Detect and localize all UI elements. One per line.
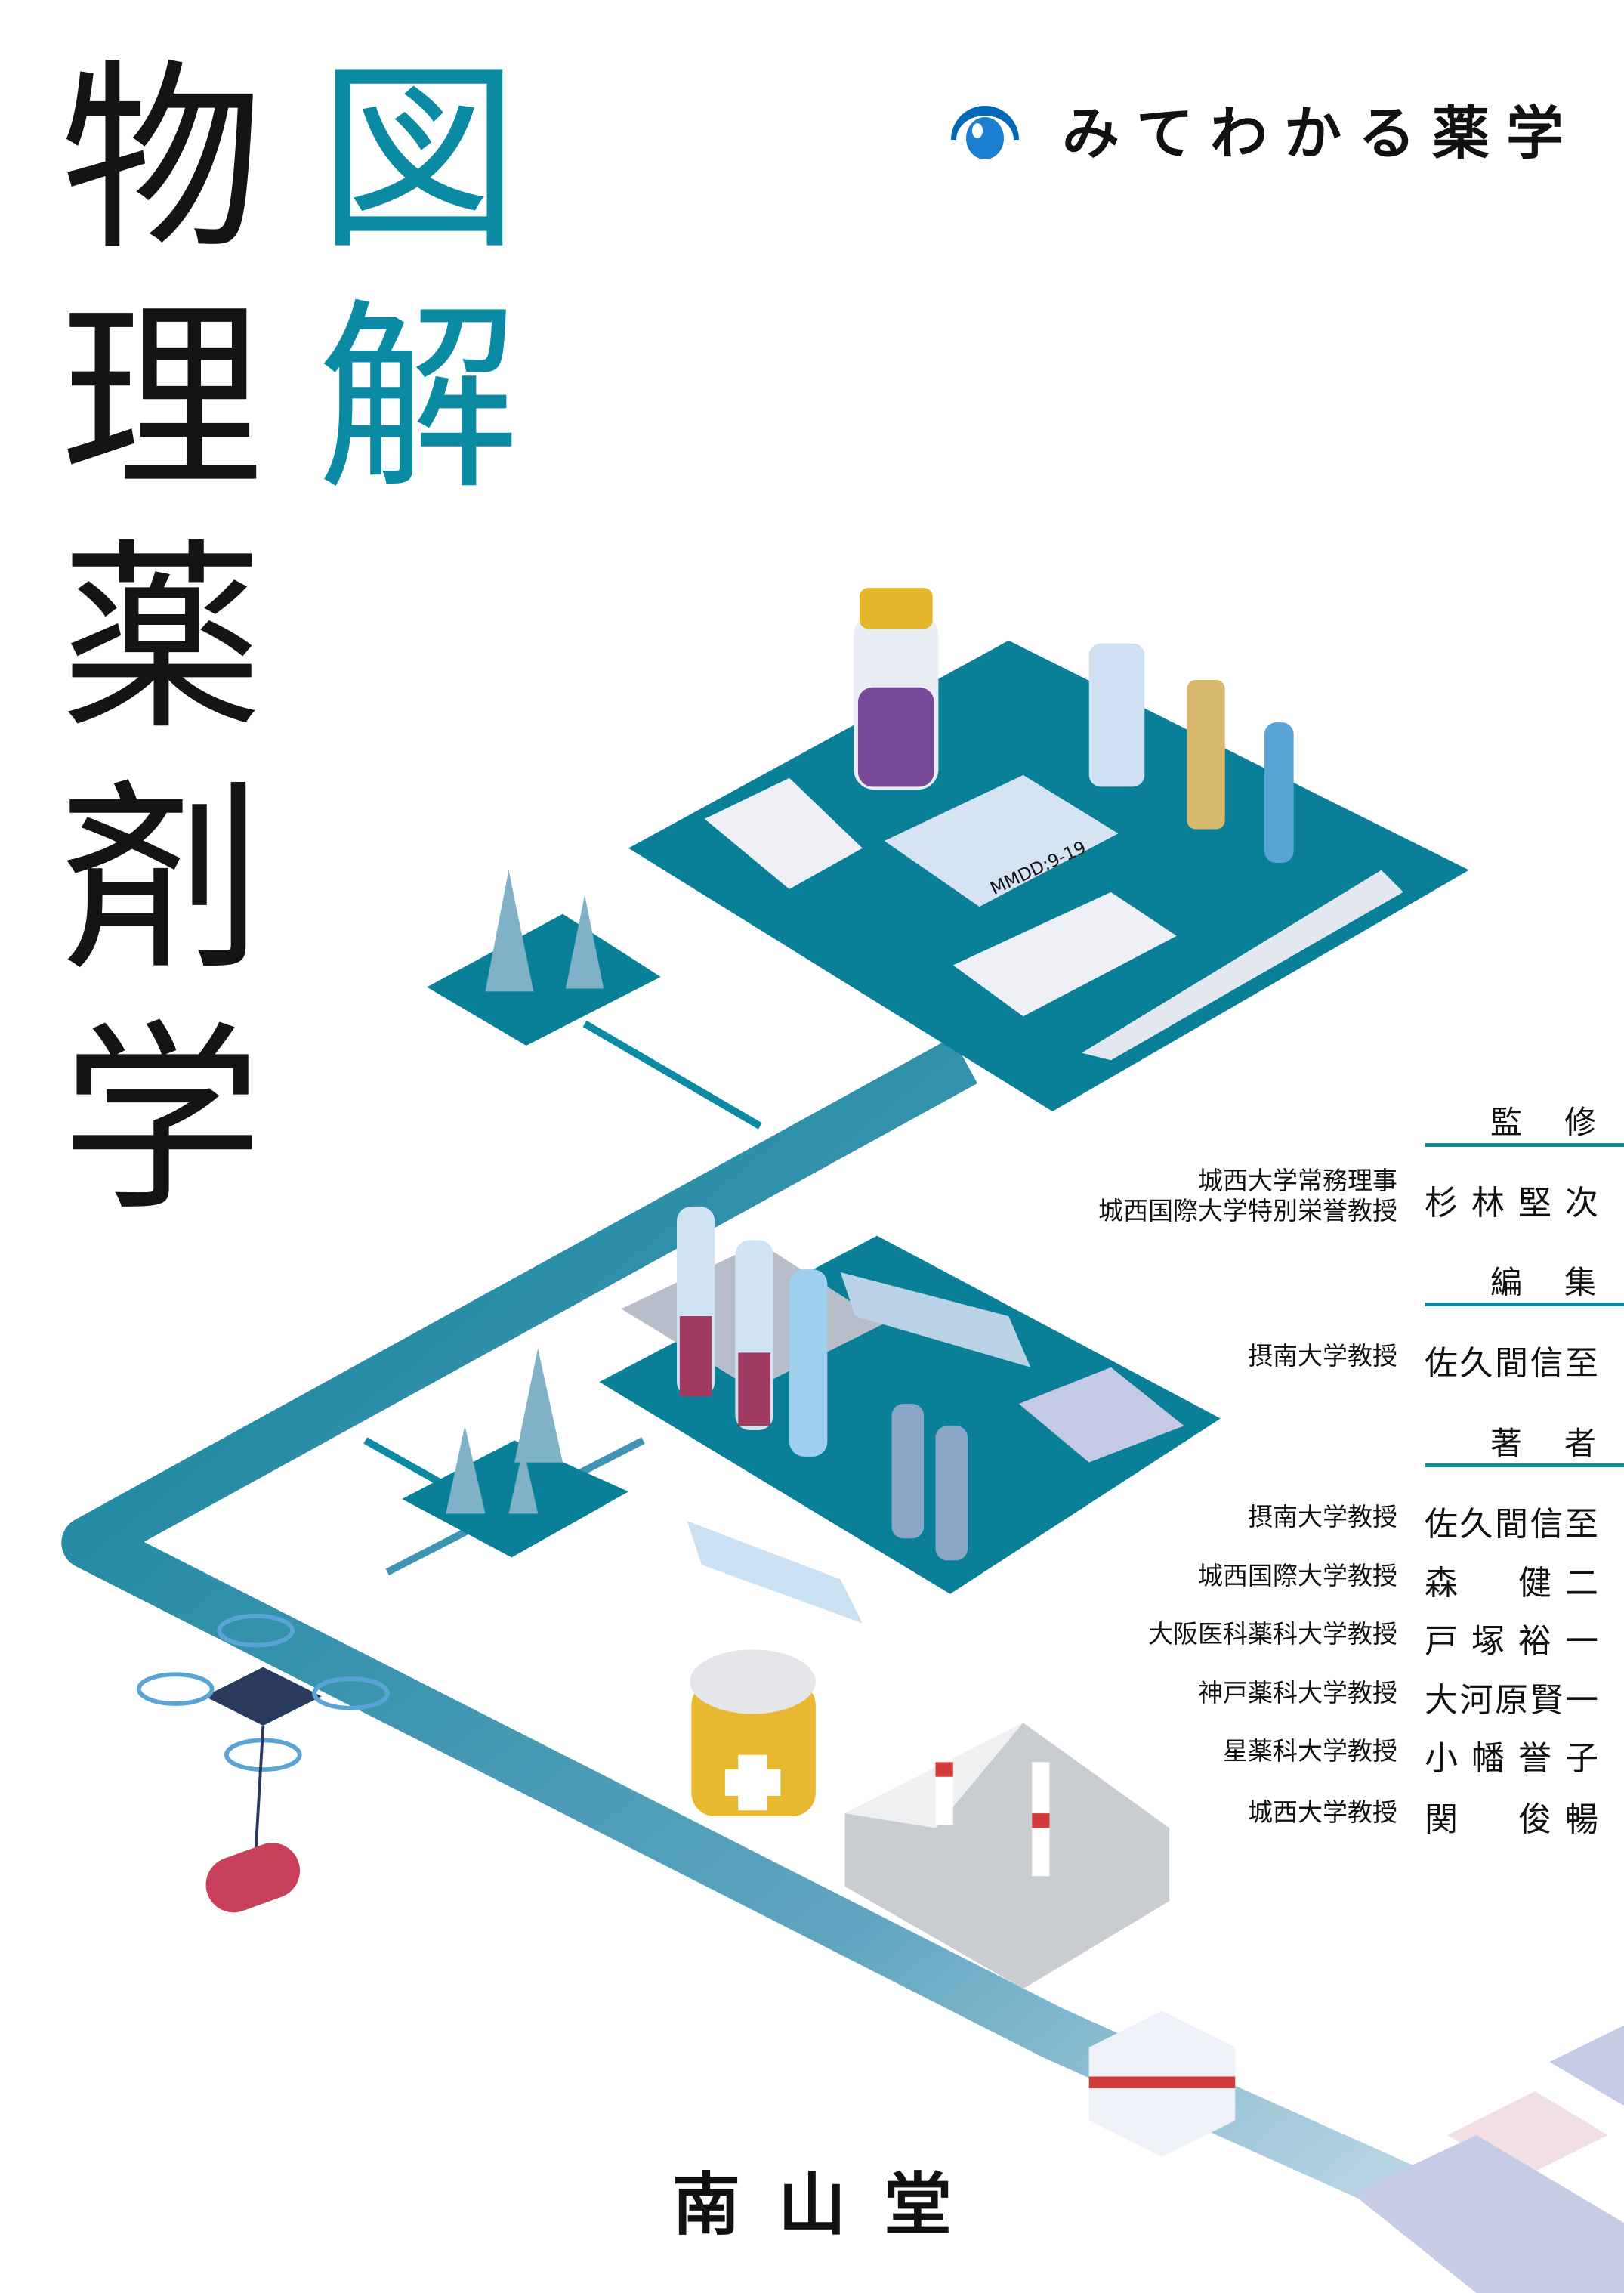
author-name: 大河原賢一 bbox=[1425, 1681, 1598, 1720]
divider bbox=[1425, 1143, 1624, 1147]
medicine-jar bbox=[690, 1649, 816, 1816]
drone bbox=[136, 1613, 390, 1913]
author-name: 戸塚裕一 bbox=[1425, 1622, 1598, 1661]
title-char: 物 bbox=[60, 42, 263, 278]
subtitle-char: 解 bbox=[317, 282, 520, 518]
affiliation: 大阪医科薬科大学教授 bbox=[1148, 1619, 1397, 1649]
divider bbox=[1425, 1463, 1624, 1467]
title-char: 剤 bbox=[60, 763, 263, 999]
platform-small-1 bbox=[427, 913, 661, 1046]
platform-top bbox=[628, 640, 1469, 1112]
affiliation: 城西大学常務理事 城西国際大学特別栄誉教授 bbox=[1098, 1166, 1397, 1226]
eye-icon bbox=[951, 106, 1019, 159]
affiliation: 星薬科大学教授 bbox=[1223, 1736, 1397, 1766]
test-tube-rack bbox=[621, 1206, 1184, 1624]
role-supervisor: 監修 bbox=[1490, 1104, 1624, 1141]
title-char: 学 bbox=[60, 1003, 263, 1239]
series-logo: みてわかる薬学 bbox=[947, 92, 1580, 167]
role-authors: 著者 bbox=[1490, 1425, 1624, 1462]
author-name: 関 俊暢 bbox=[1425, 1800, 1598, 1839]
publisher-name: 南山堂 bbox=[672, 2165, 990, 2245]
supervisor-name: 杉林堅次 bbox=[1425, 1184, 1598, 1222]
vials-and-tablets: MMDD:9-19 bbox=[704, 588, 1403, 1061]
author-name: 佐久間信至 bbox=[1425, 1505, 1598, 1544]
box-and-blisters bbox=[1088, 2010, 1624, 2293]
affiliation: 城西国際大学教授 bbox=[1198, 1561, 1397, 1590]
cones bbox=[446, 870, 604, 1514]
affiliation: 城西大学教授 bbox=[1248, 1797, 1397, 1827]
affiliation: 神戸薬科大学教授 bbox=[1198, 1678, 1397, 1707]
conveyor-path bbox=[61, 1020, 1624, 2293]
affiliation: 摂南大学教授 bbox=[1248, 1341, 1397, 1371]
title-char: 薬 bbox=[60, 522, 263, 758]
affiliation: 摂南大学教授 bbox=[1248, 1502, 1397, 1531]
author-name: 小幡誉子 bbox=[1425, 1739, 1598, 1778]
divider bbox=[1425, 1303, 1624, 1306]
role-editor: 編集 bbox=[1490, 1264, 1624, 1301]
factory bbox=[844, 1710, 1170, 1989]
title-char: 理 bbox=[60, 282, 263, 518]
affiliation-line: 城西国際大学特別栄誉教授 bbox=[1098, 1196, 1397, 1225]
series-name: みてわかる薬学 bbox=[1062, 100, 1580, 167]
editor-name: 佐久間信至 bbox=[1425, 1344, 1598, 1383]
subtitle-char: 図 bbox=[317, 42, 520, 278]
author-name: 森 健二 bbox=[1425, 1564, 1598, 1602]
affiliation-line: 城西大学常務理事 bbox=[1198, 1166, 1397, 1195]
